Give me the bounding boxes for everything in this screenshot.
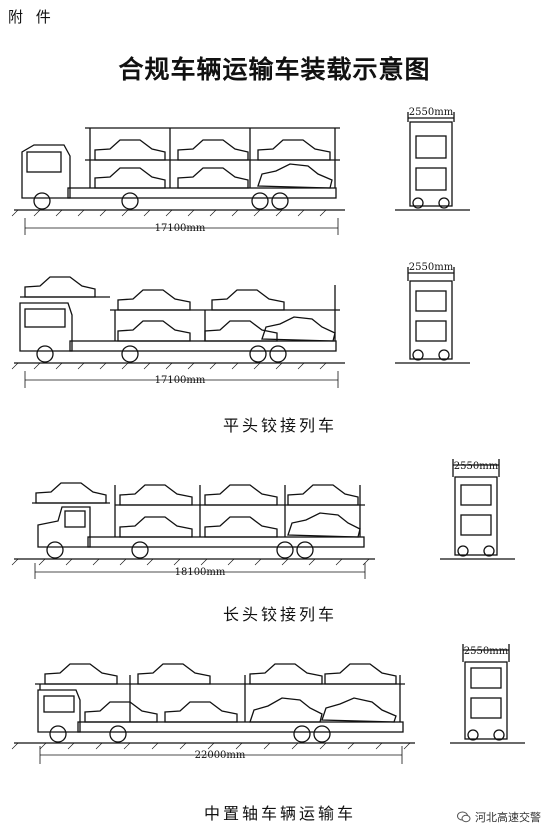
attachment-label: 附 件 (8, 8, 55, 26)
carrier-side-view-3: 18100mm 2550mm (11, 459, 515, 579)
caption-center-axle-carrier: 中置轴车辆运输车 (203, 804, 356, 823)
length-dimension: 17100mm (155, 223, 206, 234)
width-dimension: 2550mm (409, 107, 454, 118)
length-dimension: 17100mm (155, 375, 206, 386)
page-title: 合规车辆运输车装载示意图 (118, 55, 431, 84)
width-dimension: 2550mm (464, 646, 509, 657)
length-dimension: 18100mm (175, 567, 226, 578)
length-dimension: 22000mm (195, 750, 246, 761)
carrier-side-view-1: 17100mm 2550mm (11, 107, 470, 235)
caption-long-head-articulated: 长头铰接列车 (222, 605, 337, 624)
carrier-side-view-2: 17100mm 2550mm (11, 262, 470, 388)
wechat-icon (457, 811, 471, 823)
width-dimension: 2550mm (409, 262, 454, 273)
caption-flat-head-articulated: 平头铰接列车 (222, 416, 337, 435)
width-dimension: 2550mm (454, 461, 499, 472)
watermark-text: 河北高速交警 (475, 811, 541, 824)
watermark: 河北高速交警 (457, 809, 541, 825)
carrier-side-view-4: 22000mm 2550mm (11, 644, 525, 764)
